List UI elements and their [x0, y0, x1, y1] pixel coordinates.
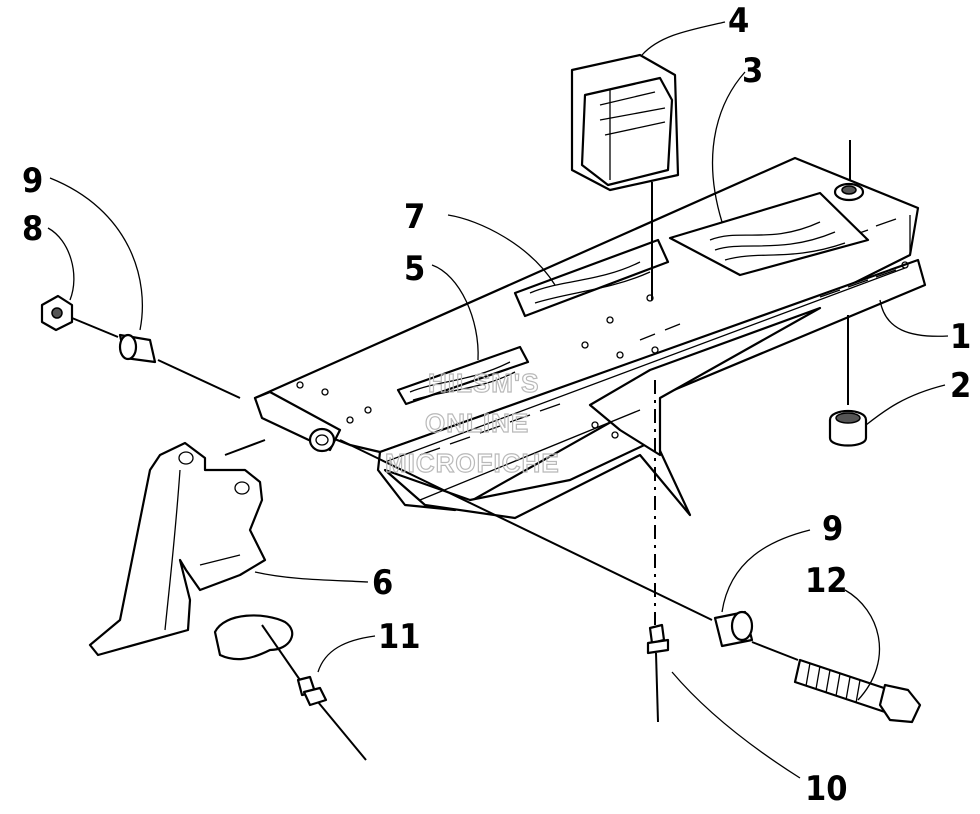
callout-3: 3 [742, 51, 763, 91]
watermark-line-1: HILSM'S [428, 368, 539, 398]
callout-5: 5 [404, 249, 425, 289]
leader-lines [47, 21, 949, 779]
part-4-clip [570, 53, 680, 192]
part-10-rivet [646, 623, 670, 723]
callout-2: 2 [950, 366, 971, 406]
part-6-hinge-bracket [88, 441, 267, 657]
callout-4: 4 [728, 1, 749, 41]
part-12-bolt [793, 658, 922, 724]
part-7-decal [513, 238, 670, 318]
part-11-rivet [296, 675, 367, 761]
callout-7: 7 [404, 197, 425, 237]
part-9-bushing-left [118, 333, 157, 364]
callout-9-right: 9 [822, 509, 843, 549]
watermark-line-3: MICROFICHE [385, 448, 560, 478]
part-3-decal [668, 191, 870, 277]
part-8-nut [40, 294, 74, 332]
part-9-bushing-right [713, 610, 754, 648]
watermark: HILSM'S ONLINE MICROFICHE [384, 367, 560, 478]
part-5-decal [396, 345, 530, 406]
assembly-lines [71, 140, 851, 681]
callout-6: 6 [372, 563, 393, 603]
callout-10: 10 [805, 769, 848, 809]
watermark-line-2: ONLINE [425, 408, 529, 438]
callout-8: 8 [22, 209, 43, 249]
callout-numbers: 4 3 7 5 1 2 9 8 6 11 9 12 10 [22, 1, 971, 809]
plate-under-hinge [213, 614, 294, 661]
callout-11: 11 [378, 617, 421, 657]
callout-1: 1 [950, 317, 971, 357]
callout-12: 12 [805, 561, 848, 601]
part-2-grommet [828, 409, 868, 447]
callout-9-left: 9 [22, 161, 43, 201]
